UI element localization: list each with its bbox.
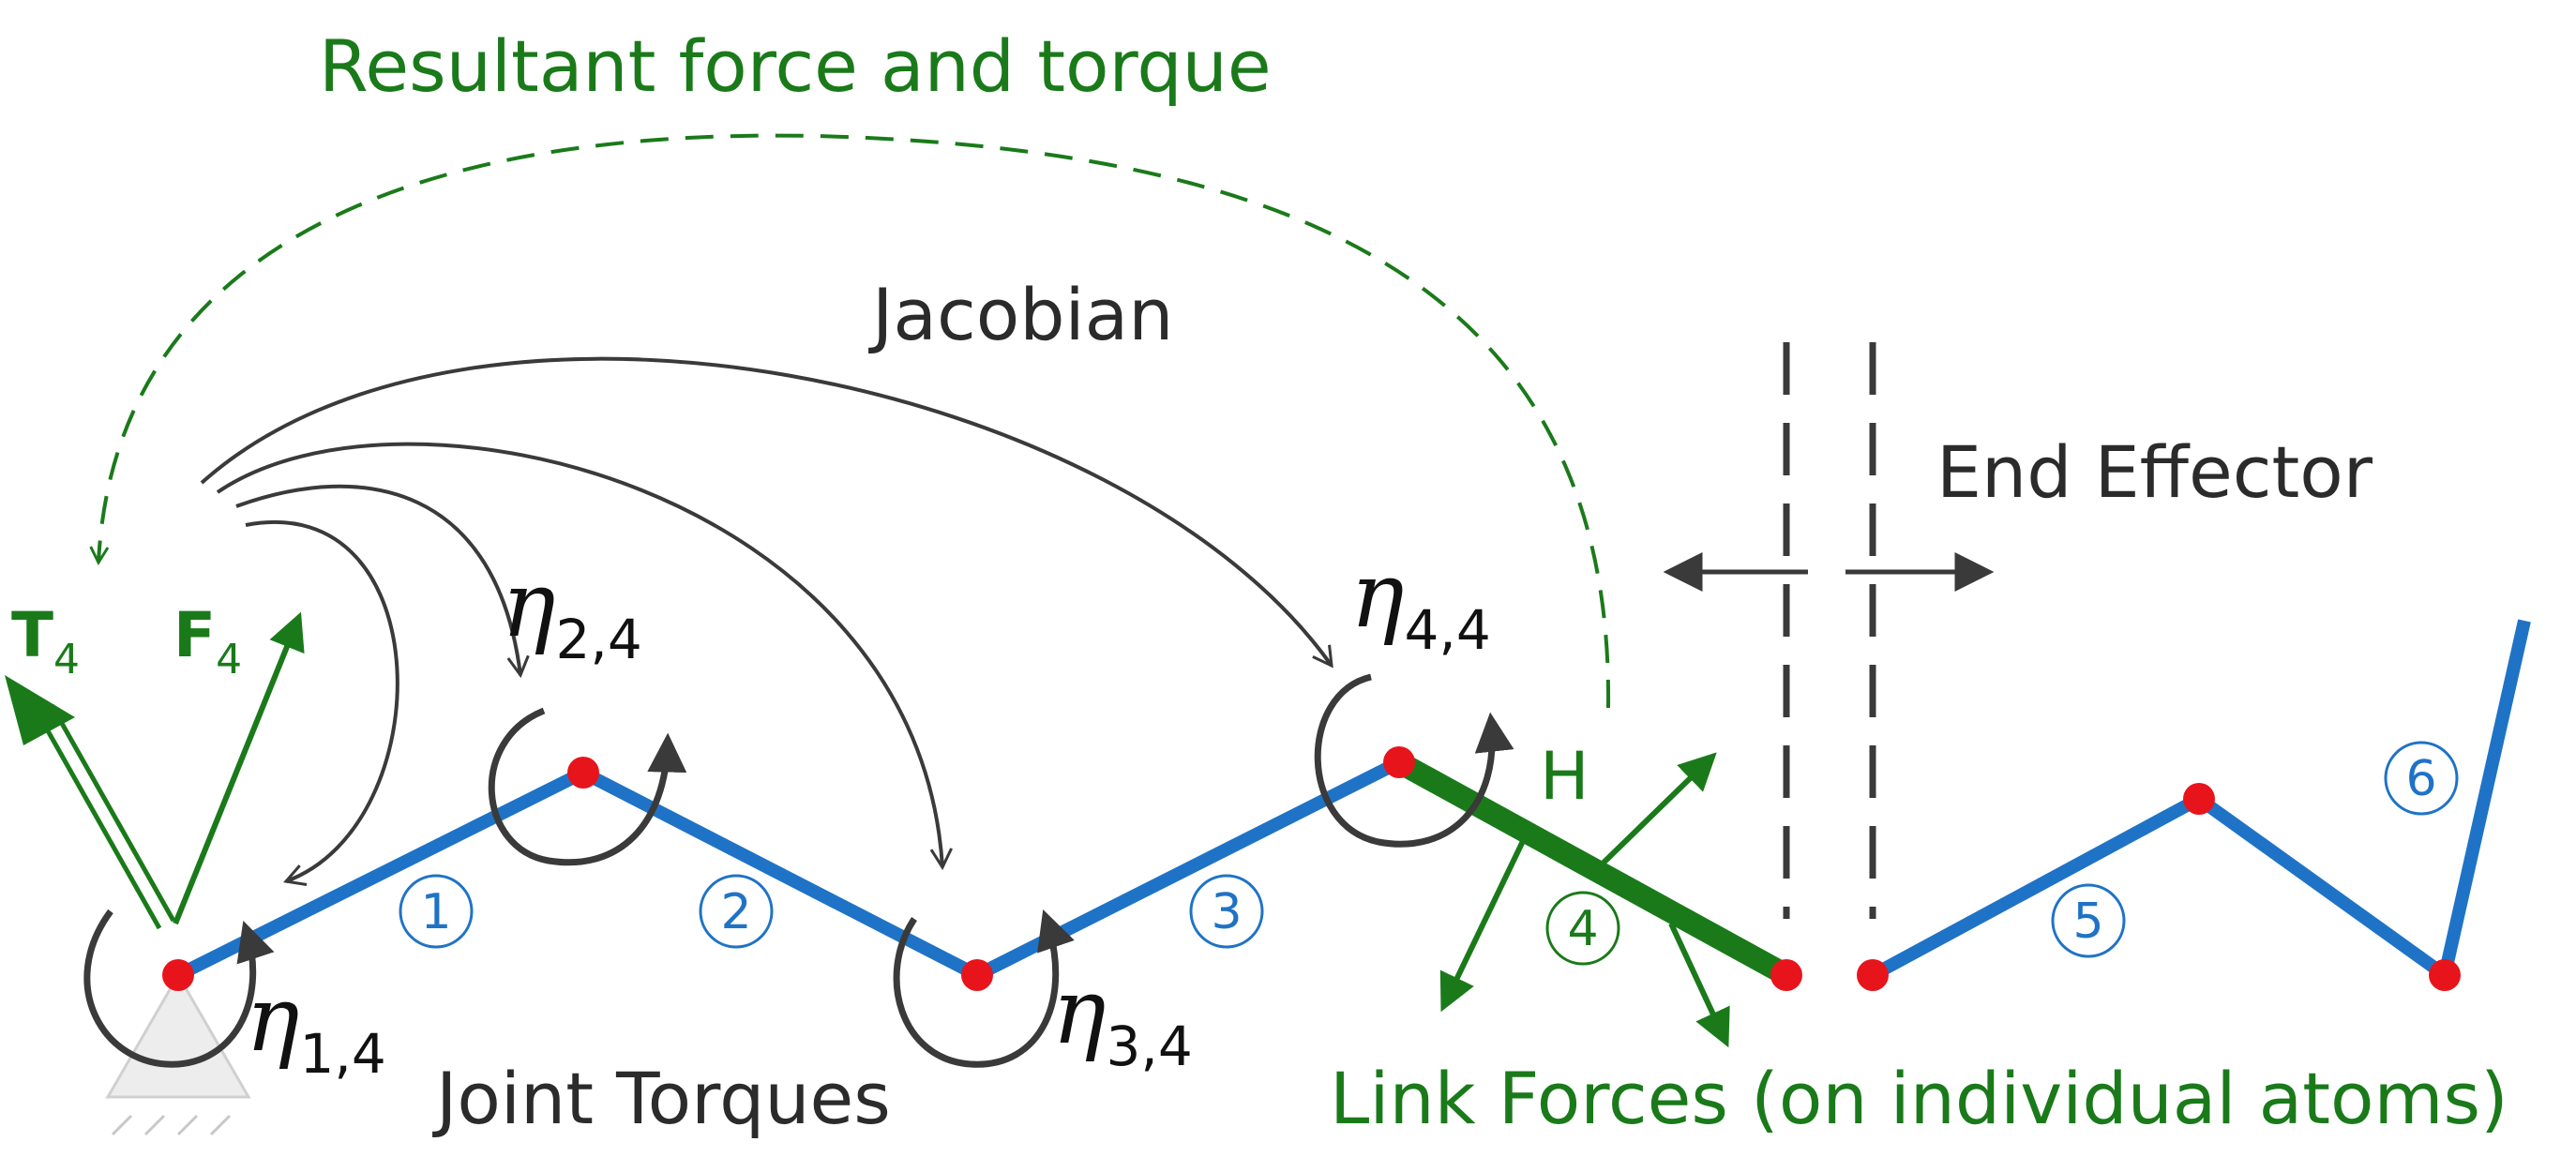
link-label-1: 1 [420, 884, 451, 940]
base-support-icon [105, 971, 251, 1136]
torque-label-2: η2,4 [502, 552, 642, 671]
link-force-arrow-1 [1601, 752, 1717, 865]
jacobian-arrow-joint4 [200, 356, 1333, 669]
jacobian-arrow-joint3 [216, 442, 953, 871]
h-label: H [1540, 738, 1589, 815]
link-label-5: 5 [2072, 894, 2103, 950]
joint-4 [1383, 746, 1415, 778]
link-force-arrow-2 [1439, 837, 1527, 1013]
joint-6 [1857, 959, 1889, 991]
link-number-labels: 1 2 3 4 5 6 [399, 741, 2459, 966]
link-label-6: 6 [2405, 751, 2436, 807]
force-f4-arrow [173, 611, 305, 925]
joint-5 [1770, 959, 1802, 991]
joint-8 [2429, 959, 2461, 991]
link-label-2: 2 [720, 884, 751, 940]
resultant-label: Resultant force and torque [319, 24, 1272, 108]
joint-torques-label: Joint Torques [432, 1057, 891, 1140]
torque-curl-joint4 [1314, 673, 1514, 848]
torque-curl-joint1 [83, 909, 275, 1068]
jacobian-arrow-joint2 [235, 484, 530, 679]
torque-label-1: η1,4 [246, 967, 386, 1086]
torque-label-3: η3,4 [1052, 959, 1193, 1078]
jacobian-arrow-joint1 [245, 520, 399, 886]
link-label-4: 4 [1567, 901, 1598, 957]
joints [162, 746, 2461, 991]
link-4-highlight [1388, 751, 1798, 986]
jacobian-label: Jacobian [868, 273, 1173, 356]
robot-arm-links [174, 619, 2531, 982]
torque-curl-joint2 [488, 707, 687, 866]
link-label-3: 3 [1211, 884, 1242, 940]
link-forces-label: Link Forces (on individual atoms) [1330, 1057, 2508, 1140]
joint-3 [961, 959, 993, 991]
torque-label-4: η4,4 [1350, 543, 1491, 662]
link-force-arrow-3 [1668, 922, 1730, 1048]
torque-t4-label: T4 [11, 599, 80, 684]
joint-2 [567, 757, 599, 789]
joint-7 [2183, 783, 2215, 815]
end-effector-label: End Effector [1936, 430, 2373, 514]
torque-curl-joint3 [893, 909, 1075, 1068]
torque-t4-arrow [5, 675, 176, 930]
force-f4-label: F4 [173, 599, 242, 684]
joint-1 [162, 959, 194, 991]
resultant-dashed-arc [89, 133, 1611, 709]
